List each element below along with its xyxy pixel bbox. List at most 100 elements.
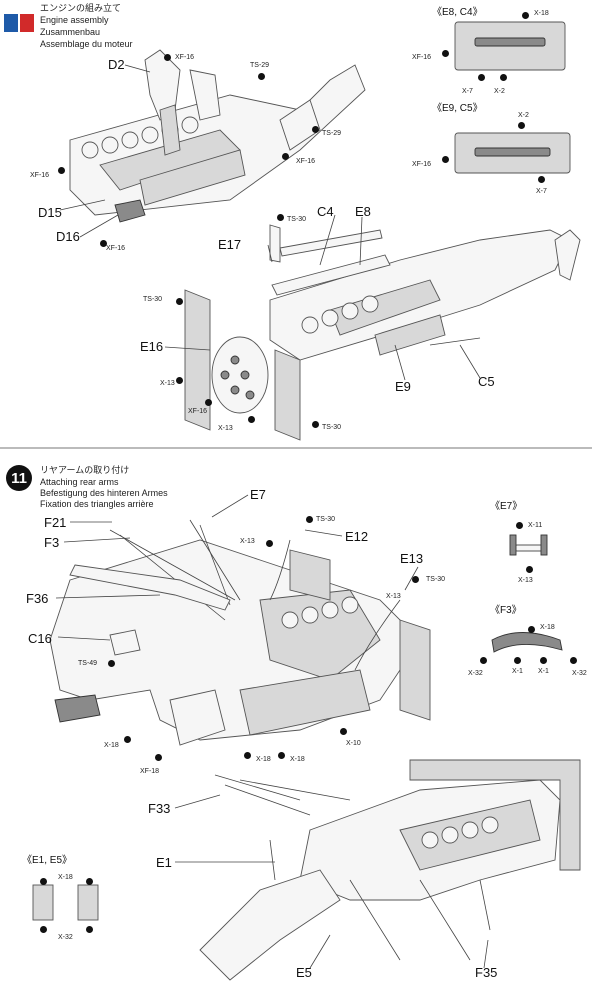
screw-dot <box>277 214 284 221</box>
screw-label-x7: X-7 <box>536 188 547 195</box>
screw-dot <box>340 728 347 735</box>
screw-dot <box>248 416 255 423</box>
screw-dot <box>480 657 487 664</box>
watermark-logo <box>2 12 36 36</box>
part-label-d2: D2 <box>108 57 125 72</box>
screw-dot <box>442 156 449 163</box>
part-label-e5: E5 <box>296 965 312 980</box>
screw-label-xf16: XF-16 <box>106 245 126 252</box>
screw-dot <box>526 566 533 573</box>
engine-block-top <box>69 49 366 223</box>
rear-assembly-upper <box>49 519 431 746</box>
screw-dot <box>86 926 93 933</box>
screw-label-ts30: TS-30 <box>287 216 307 223</box>
screw-dot <box>312 421 319 428</box>
screw-dot <box>155 754 162 761</box>
screw-label-x32: X-32 <box>58 934 73 941</box>
screw-label-x18: X-18 <box>540 624 555 631</box>
screw-label-ts49: TS-49 <box>78 660 98 667</box>
screw-label-ts30: TS-30 <box>426 576 446 583</box>
screw-dot <box>442 50 449 57</box>
screw-label-x18: X-18 <box>534 10 549 17</box>
screw-label-x13: X-13 <box>518 577 533 584</box>
inset-e8c4-drawing <box>454 21 566 71</box>
screw-dot <box>306 516 313 523</box>
screw-label-xf16: XF-16 <box>188 408 208 415</box>
screw-label-x2: X-2 <box>518 112 529 119</box>
screw-label-xf18: XF-18 <box>140 768 160 775</box>
part-label-e7: E7 <box>250 487 266 502</box>
screw-label-x18: X-18 <box>256 756 271 763</box>
screw-dot <box>176 298 183 305</box>
inset-e7-label: 《E7》 <box>490 501 523 512</box>
screw-label-ts30: TS-30 <box>143 296 163 303</box>
screw-dot <box>40 926 47 933</box>
part-label-c4: C4 <box>317 204 334 219</box>
inset-f3-drawing <box>491 632 563 653</box>
screw-label-x32: X-32 <box>572 670 587 677</box>
inset-e1e5-drawing <box>32 884 99 921</box>
screw-dot <box>570 657 577 664</box>
inset-e8c4-label: 《E8, C4》 <box>432 7 483 18</box>
screw-dot <box>40 878 47 885</box>
screw-label-ts30: TS-30 <box>316 516 336 523</box>
step-top-title-fr: Assemblage du moteur <box>40 39 133 49</box>
screw-dot <box>86 878 93 885</box>
screw-dot <box>266 540 273 547</box>
screw-dot <box>540 657 547 664</box>
screw-label-x18: X-18 <box>104 742 119 749</box>
inset-f3-label: 《F3》 <box>490 605 522 616</box>
screw-label-x18: X-18 <box>290 756 305 763</box>
part-label-e9: E9 <box>395 379 411 394</box>
part-label-e13: E13 <box>400 551 424 566</box>
screw-label-ts29: TS-29 <box>322 130 342 137</box>
part-label-e12: E12 <box>345 529 369 544</box>
screw-dot <box>412 576 419 583</box>
step11-title-ja: リヤアームの取り付け <box>40 465 130 475</box>
screw-dot <box>205 399 212 406</box>
part-label-f36: F36 <box>26 591 49 606</box>
screw-label-x13: X-13 <box>240 538 255 545</box>
screw-dot <box>528 626 535 633</box>
screw-label-x1: X-1 <box>512 668 523 675</box>
engine-block-middle <box>184 224 581 441</box>
part-label-d15: D15 <box>38 205 62 220</box>
screw-label-x1: X-1 <box>538 668 549 675</box>
screw-label-x10: X-10 <box>346 740 361 747</box>
screw-label-xf16: XF-16 <box>412 54 432 61</box>
part-label-f3: F3 <box>44 535 60 550</box>
part-label-f21: F21 <box>44 515 67 530</box>
inset-e1e5-label: 《E1, E5》 <box>22 855 73 866</box>
screw-label-x11: X-11 <box>528 522 543 529</box>
leader-lines <box>55 64 489 969</box>
part-label-d16: D16 <box>56 229 80 244</box>
screw-label-ts29: TS-29 <box>250 62 270 69</box>
part-label-f35: F35 <box>475 965 498 980</box>
inset-e9c5-label: 《E9, C5》 <box>432 103 483 114</box>
step-top-title-en: Engine assembly <box>40 15 109 25</box>
screw-dot <box>514 657 521 664</box>
step11-title-en: Attaching rear arms <box>40 477 119 487</box>
step-number-badge: 11 <box>6 465 32 491</box>
screw-label-x2: X-2 <box>494 88 505 95</box>
screw-dot <box>278 752 285 759</box>
screw-dot <box>522 12 529 19</box>
screw-label-x7: X-7 <box>462 88 473 95</box>
part-label-e16: E16 <box>140 339 164 354</box>
screw-label-xf16: XF-16 <box>175 54 195 61</box>
screw-label-x13: X-13 <box>218 425 233 432</box>
screw-dot <box>312 126 319 133</box>
screw-label-xf16: XF-16 <box>296 158 316 165</box>
rear-assembly-lower <box>199 759 581 981</box>
screw-dot <box>124 736 131 743</box>
inset-e9c5-drawing <box>454 132 571 174</box>
step-number: 11 <box>11 469 27 487</box>
screw-label-x32: X-32 <box>468 670 483 677</box>
inset-e7-drawing <box>509 534 548 556</box>
screw-dot <box>244 752 251 759</box>
part-label-e8: E8 <box>355 204 371 219</box>
screw-dot <box>58 167 65 174</box>
screw-label-ts30: TS-30 <box>322 424 342 431</box>
